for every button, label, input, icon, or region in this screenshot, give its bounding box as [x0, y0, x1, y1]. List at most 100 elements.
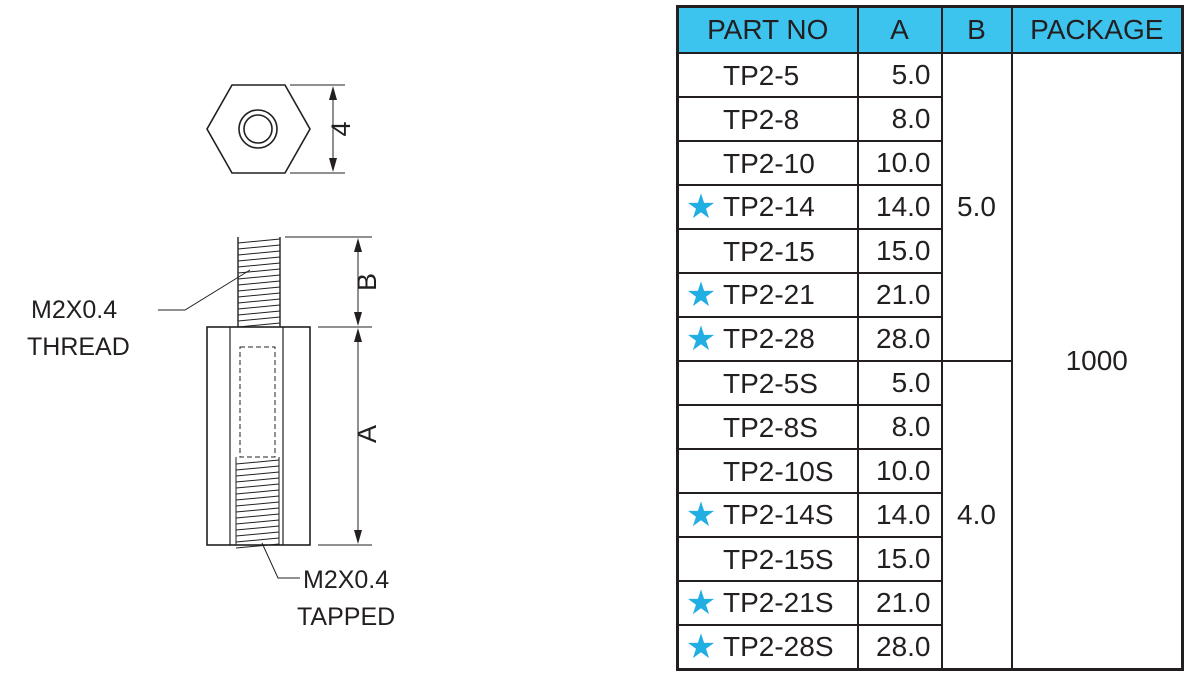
- internal-thread: [235, 459, 280, 549]
- thread-line: [237, 244, 281, 250]
- part-number: TP2-15: [723, 235, 815, 267]
- cell-a: 5.0: [856, 52, 943, 98]
- cell-b: 4.0: [940, 359, 1013, 671]
- hex-outline: [206, 84, 311, 174]
- cell-part-no: TP2-15: [676, 227, 859, 274]
- cell-part-no: ★TP2-28: [676, 315, 859, 362]
- thread-line: [237, 310, 281, 316]
- cell-a: 21.0: [856, 579, 943, 626]
- standoff-side-view: [158, 236, 372, 579]
- cell-a: 8.0: [856, 403, 943, 450]
- cell-a: 14.0: [856, 183, 943, 230]
- hex-body: [206, 326, 311, 546]
- height-dim-text: 4: [326, 121, 356, 136]
- part-number: TP2-5S: [723, 367, 818, 399]
- thread-line: [237, 274, 281, 280]
- thread-line: [237, 292, 281, 298]
- thread-line: [235, 459, 280, 465]
- thread-line: [237, 316, 281, 322]
- thread-line: [237, 286, 281, 292]
- header-b: B: [940, 5, 1013, 54]
- table-header-row: PART NO A B PACKAGE: [676, 5, 1184, 54]
- cell-a: 21.0: [856, 271, 943, 318]
- thread-line: [237, 280, 281, 286]
- tapped-label-line2: TAPPED: [297, 603, 395, 631]
- table-row: TP2-8 8.0: [676, 95, 1183, 142]
- part-number: TP2-15S: [723, 543, 834, 575]
- thread-line: [235, 543, 280, 549]
- cell-a: 28.0: [856, 623, 943, 671]
- cell-part-no: ★TP2-21: [676, 271, 859, 318]
- part-number: TP2-10: [723, 147, 815, 179]
- cell-part-no: ★TP2-14: [676, 183, 859, 230]
- thread-line: [235, 477, 280, 483]
- tapped-leader: [261, 542, 300, 579]
- thread-label-line1: M2X0.4: [31, 296, 117, 324]
- external-thread: [237, 238, 281, 328]
- tapped-label-line1: M2X0.4: [303, 566, 389, 594]
- part-number: TP2-10S: [723, 455, 834, 487]
- cell-part-no: ★TP2-21S: [676, 579, 859, 626]
- hidden-bore: [239, 346, 276, 458]
- thread-line: [237, 250, 281, 256]
- cell-b: 5.0: [940, 52, 1013, 362]
- part-number: TP2-8: [723, 103, 800, 135]
- cell-part-no: TP2-5S: [676, 359, 859, 406]
- hex-top-view: [206, 84, 345, 174]
- cell-a: 15.0: [856, 535, 943, 582]
- part-number: TP2-14: [723, 190, 815, 222]
- thread-line: [235, 483, 280, 489]
- thread-line: [235, 519, 280, 525]
- part-number: TP2-28S: [723, 630, 834, 662]
- thread-line: [235, 525, 280, 531]
- thread-line: [237, 268, 281, 274]
- thread-line: [237, 304, 281, 310]
- thread-leader: [158, 269, 251, 311]
- table-row: TP2-15S 15.0: [676, 535, 1183, 582]
- thread-label-line2: THREAD: [27, 333, 130, 361]
- cell-part-no: TP2-5: [676, 52, 859, 98]
- thread-line: [237, 262, 281, 268]
- cell-part-no: TP2-8S: [676, 403, 859, 450]
- cell-a: 28.0: [856, 315, 943, 362]
- header-part-no: PART NO: [676, 5, 859, 54]
- cell-part-no: TP2-10: [676, 139, 859, 186]
- part-number: TP2-21: [723, 278, 815, 310]
- thread-line: [235, 531, 280, 537]
- cell-a: 5.0: [856, 359, 943, 406]
- cell-part-no: TP2-8: [676, 95, 859, 142]
- hex-bore-inner: [243, 114, 273, 144]
- cell-package: 1000: [1010, 52, 1184, 671]
- part-number: TP2-21S: [723, 586, 834, 618]
- thread-line: [235, 495, 280, 501]
- cell-a: 8.0: [856, 95, 943, 142]
- star-icon: ★: [685, 319, 717, 358]
- thread-line: [237, 298, 281, 304]
- thread-line: [235, 489, 280, 495]
- dim-b-text: B: [352, 273, 382, 291]
- thread-line: [235, 471, 280, 477]
- part-number: TP2-14S: [723, 498, 834, 530]
- table-row: TP2-10S 10.0: [676, 447, 1183, 494]
- header-a: A: [856, 5, 943, 54]
- header-package: PACKAGE: [1010, 5, 1184, 54]
- thread-line: [235, 501, 280, 507]
- cell-a: 10.0: [856, 447, 943, 494]
- cell-part-no: ★TP2-28S: [676, 623, 859, 671]
- part-number: TP2-28: [723, 322, 815, 354]
- cell-part-no: ★TP2-14S: [676, 491, 859, 538]
- table-row: TP2-15 15.0: [676, 227, 1183, 274]
- cell-a: 15.0: [856, 227, 943, 274]
- star-icon: ★: [685, 187, 717, 226]
- hex-bore-outer: [238, 109, 278, 149]
